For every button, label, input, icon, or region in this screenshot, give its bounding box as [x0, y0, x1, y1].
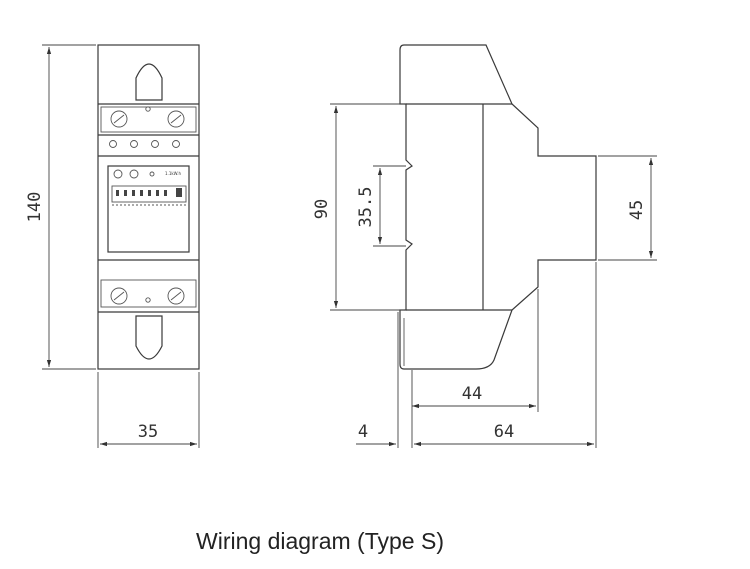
rail-slot-label: 35.5: [356, 187, 376, 228]
display-unit-label: 1.1kW.h: [165, 171, 181, 176]
width-label: 35: [138, 422, 158, 442]
bottom-clip: [135, 315, 163, 360]
side-view: [399, 44, 597, 370]
top-clip: [135, 63, 163, 101]
bottom-terminal-block: [100, 279, 197, 308]
dimension-depth-44: 44: [412, 289, 539, 412]
dimension-width-35: 35: [97, 372, 200, 448]
side-body-outline: [399, 44, 597, 370]
meter-body-outline: [97, 44, 200, 370]
step-height-label: 45: [627, 200, 647, 220]
dimension-step-45: 45: [598, 155, 657, 261]
diagram-caption: Wiring diagram (Type S): [196, 528, 444, 554]
rail-offset-label: 4: [358, 422, 368, 442]
dimension-total-64: 64: [414, 262, 597, 448]
rail-height-label: 90: [312, 199, 332, 219]
dimension-height-140: 140: [25, 44, 96, 370]
counter-register: [111, 185, 187, 203]
dimension-rail-35-5: 35.5: [356, 165, 406, 247]
dimension-height-90: 90: [312, 103, 404, 311]
display-window: [107, 165, 190, 253]
dimension-offset-4: 4: [356, 312, 413, 448]
height-label: 140: [25, 192, 45, 223]
front-view: 1.1kW.h: [97, 44, 200, 370]
counter-digits: [116, 188, 182, 197]
total-depth-label: 64: [494, 422, 514, 442]
depth-label: 44: [462, 384, 482, 404]
